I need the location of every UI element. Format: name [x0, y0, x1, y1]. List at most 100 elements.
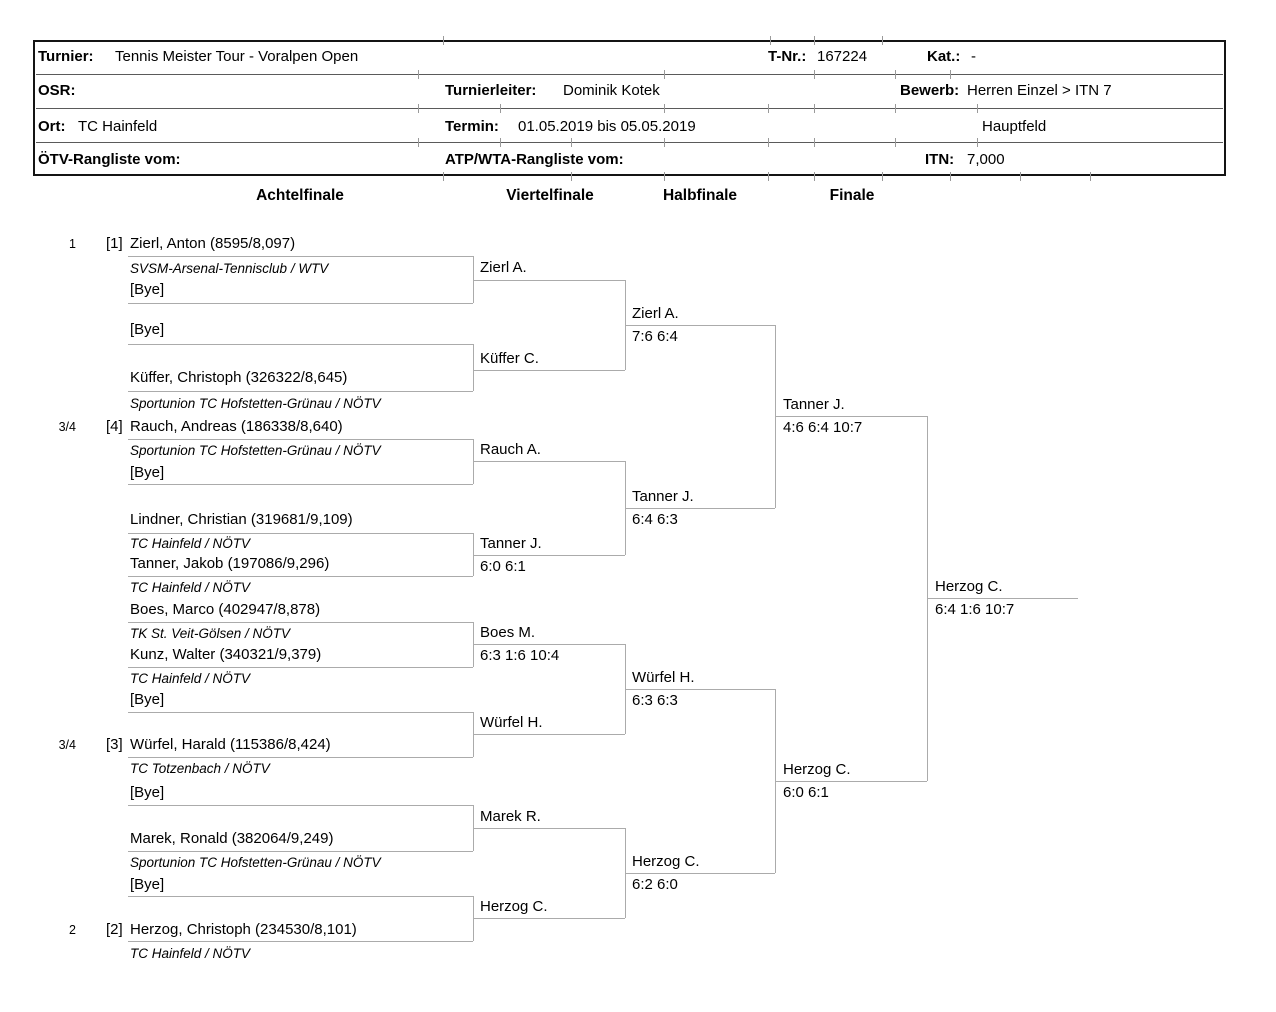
table-grid-tick: [814, 104, 815, 113]
r16-winner: Küffer C.: [480, 350, 539, 367]
bracket-connector: [473, 712, 474, 757]
player-club: Sportunion TC Hofstetten-Grünau / NÖTV: [130, 855, 381, 870]
bracket-line: [128, 712, 473, 713]
bracket-connector: [473, 533, 474, 576]
sf-winner: Herzog C.: [783, 761, 851, 778]
table-grid-tick: [418, 70, 419, 79]
r16-winner: Herzog C.: [480, 898, 548, 915]
player-club: SVSM-Arsenal-Tennisclub / WTV: [130, 261, 329, 276]
kat-value: -: [971, 48, 976, 65]
bracket-line: [625, 508, 775, 509]
qf-winner: Zierl A.: [632, 305, 679, 322]
match-score: 6:0 6:1: [783, 784, 829, 801]
match-score: 7:6 6:4: [632, 328, 678, 345]
bracket-connector: [625, 280, 626, 370]
bracket-line: [473, 918, 625, 919]
bracket-connector: [775, 689, 776, 873]
player-name: Herzog, Christoph (234530/8,101): [130, 921, 357, 938]
table-grid-tick: [895, 104, 896, 113]
bracket-line: [128, 667, 473, 668]
round-header-finale: Finale: [829, 187, 875, 204]
table-row-separator: [36, 108, 1223, 109]
hauptfeld-label: Hauptfeld: [982, 118, 1047, 135]
bracket-line: [625, 873, 775, 874]
bracket-connector: [473, 439, 474, 484]
draw-position-3-4: 3/4: [58, 738, 76, 752]
match-score: 6:3 6:3: [632, 692, 678, 709]
itn-value: 7,000: [967, 151, 1005, 168]
bracket-line: [128, 484, 473, 485]
table-grid-tick: [977, 138, 978, 147]
table-grid-tick: [950, 172, 951, 181]
match-score: 6:4 6:3: [632, 511, 678, 528]
bracket-connector: [473, 622, 474, 667]
table-grid-tick: [814, 138, 815, 147]
table-grid-tick: [768, 172, 769, 181]
bracket-line: [128, 439, 473, 440]
table-grid-tick: [768, 104, 769, 113]
match-score: 6:0 6:1: [480, 558, 526, 575]
table-grid-tick: [768, 138, 769, 147]
table-grid-tick: [664, 104, 665, 113]
bracket-connector: [473, 256, 474, 303]
bye-slot: [Bye]: [130, 464, 165, 481]
table-grid-tick: [814, 70, 815, 79]
bye-slot: [Bye]: [130, 281, 165, 298]
player-club: Sportunion TC Hofstetten-Grünau / NÖTV: [130, 396, 381, 411]
bracket-line: [775, 416, 927, 417]
bracket-line: [128, 622, 473, 623]
r16-winner: Boes M.: [480, 624, 536, 641]
table-grid-tick: [882, 172, 883, 181]
table-grid-tick: [814, 172, 815, 181]
bracket-line: [128, 576, 473, 577]
bracket-line: [473, 734, 625, 735]
bewerb-value: Herren Einzel > ITN 7: [967, 82, 1112, 99]
table-grid-tick: [664, 138, 665, 147]
termin-label: Termin:: [445, 118, 499, 135]
seed-2: [2]: [106, 921, 123, 938]
table-grid-tick: [443, 172, 444, 181]
qf-winner: Würfel H.: [632, 669, 695, 686]
table-grid-tick: [770, 36, 771, 45]
round-header-viertelfinale: Viertelfinale: [506, 187, 594, 204]
tnr-value: 167224: [817, 48, 868, 65]
r16-winner: Marek R.: [480, 808, 541, 825]
player-club: TC Totzenbach / NÖTV: [130, 761, 270, 776]
table-grid-tick: [814, 36, 815, 45]
player-name: Küffer, Christoph (326322/8,645): [130, 369, 348, 386]
player-name: Lindner, Christian (319681/9,109): [130, 511, 353, 528]
osr-label: OSR:: [38, 82, 76, 99]
player-club: TC Hainfeld / NÖTV: [130, 671, 251, 686]
bracket-connector: [625, 461, 626, 555]
bracket-connector: [775, 325, 776, 508]
bracket-line: [473, 555, 625, 556]
bracket-line: [128, 941, 473, 942]
r16-winner: Zierl A.: [480, 259, 527, 276]
table-grid-tick: [1090, 172, 1091, 181]
bracket-line: [473, 644, 625, 645]
kat-label: Kat.:: [927, 48, 961, 65]
table-grid-tick: [443, 36, 444, 45]
table-grid-tick: [977, 104, 978, 113]
table-grid-tick: [895, 70, 896, 79]
atp-wta-rangliste-label: ATP/WTA-Rangliste vom:: [445, 151, 624, 168]
qf-winner: Tanner J.: [632, 488, 694, 505]
match-score: 6:2 6:0: [632, 876, 678, 893]
table-grid-tick: [418, 104, 419, 113]
table-grid-tick: [571, 172, 572, 181]
player-name: Tanner, Jakob (197086/9,296): [130, 555, 330, 572]
turnier-label: Turnier:: [38, 48, 94, 65]
ort-label: Ort:: [38, 118, 66, 135]
r16-winner: Rauch A.: [480, 441, 541, 458]
round-header-halbfinale: Halbfinale: [662, 187, 738, 204]
r16-winner: Würfel H.: [480, 714, 543, 731]
bye-slot: [Bye]: [130, 691, 165, 708]
bracket-line: [128, 805, 473, 806]
table-grid-tick: [895, 138, 896, 147]
draw-position-1: 1: [69, 237, 76, 251]
ort-value: TC Hainfeld: [78, 118, 158, 135]
bracket-connector: [473, 896, 474, 941]
qf-winner: Herzog C.: [632, 853, 700, 870]
bracket-line: [128, 757, 473, 758]
bracket-line: [625, 325, 775, 326]
